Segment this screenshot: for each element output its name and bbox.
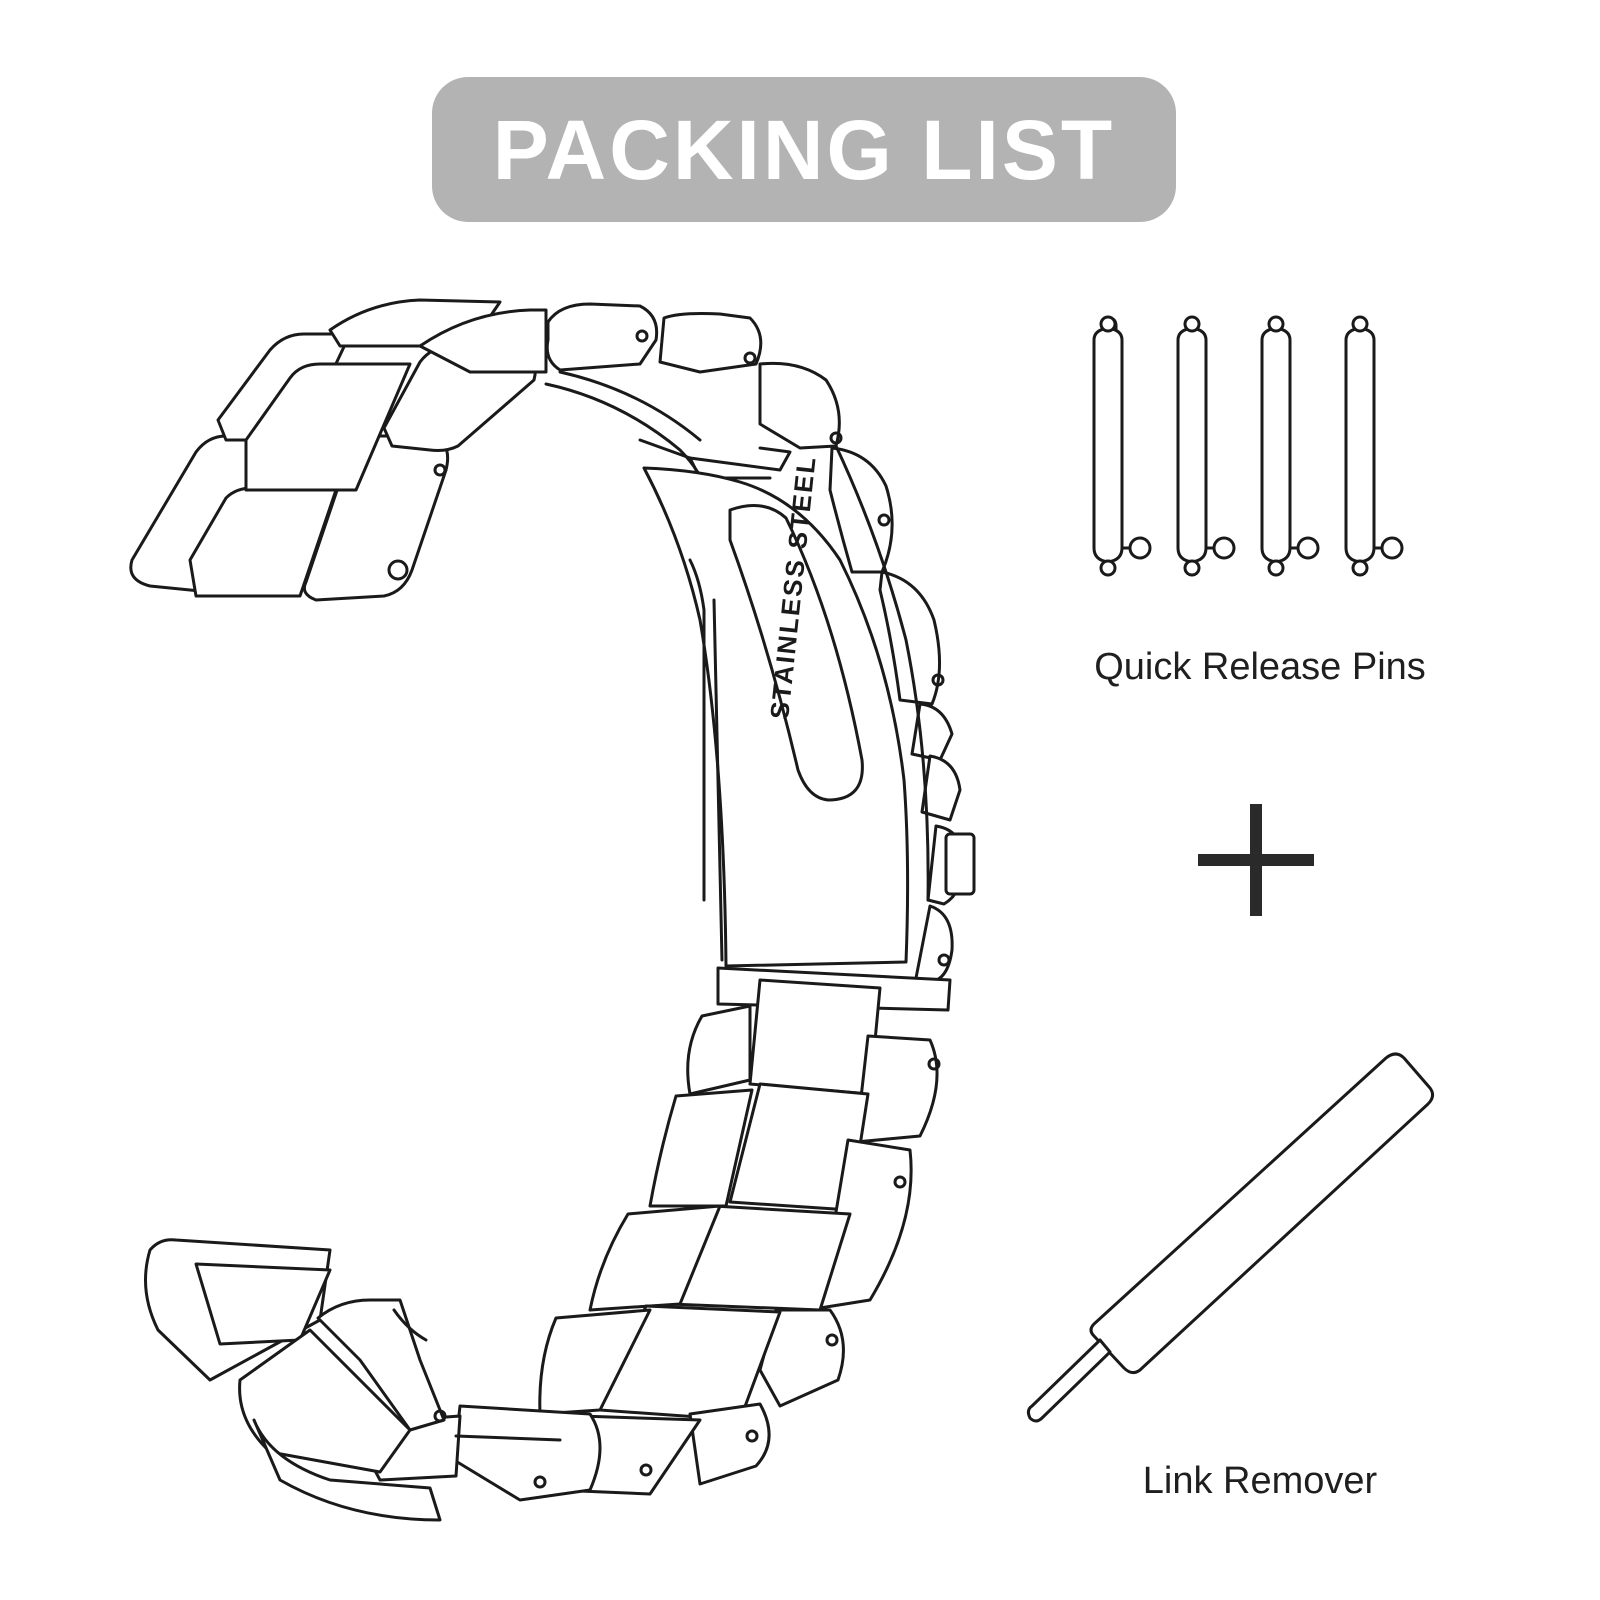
link-remover-icon (1026, 1052, 1435, 1423)
title-banner: PACKING LIST (432, 77, 1176, 222)
link-remover-label: Link Remover (1142, 1460, 1378, 1502)
quick-release-pin (1092, 315, 1152, 577)
quick-release-pin-icon (1092, 315, 1404, 577)
page-title: PACKING LIST (492, 102, 1116, 197)
plus-icon (1198, 804, 1314, 916)
quick-release-pins-label: Quick Release Pins (1094, 646, 1426, 688)
